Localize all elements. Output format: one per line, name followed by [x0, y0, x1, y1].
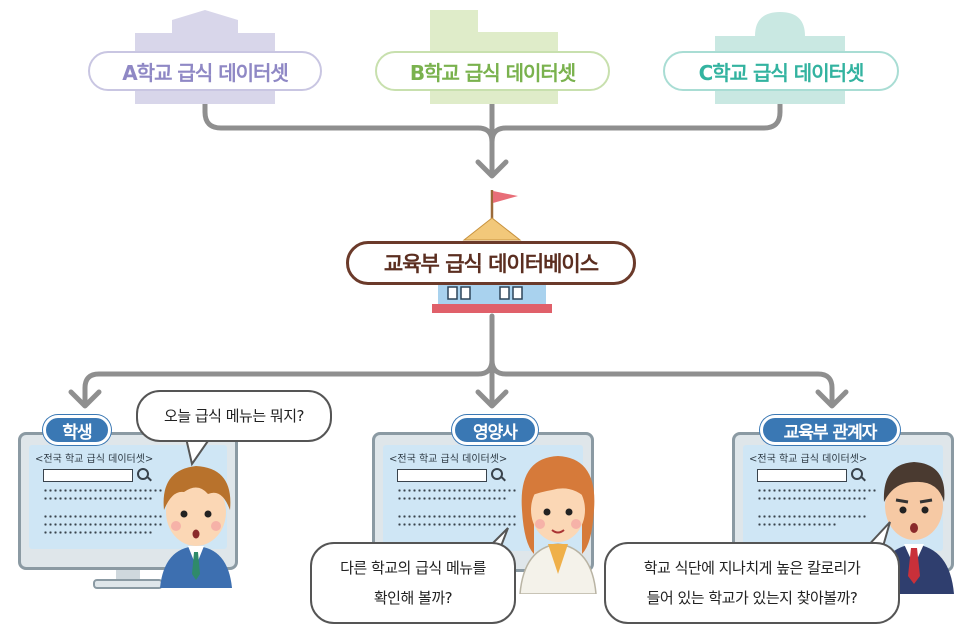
search-icon — [851, 468, 863, 480]
student-avatar — [160, 466, 232, 588]
ministry-building-icon — [432, 190, 552, 313]
dotted-line — [397, 497, 507, 500]
speech-line: 들어 있는 학교가 있는지 찾아볼까? — [646, 589, 858, 607]
dotted-line — [43, 531, 153, 534]
dotted-line — [43, 515, 163, 518]
database-label: 교육부 급식 데이터베이스 — [383, 252, 599, 276]
dotted-line — [757, 497, 867, 500]
dotted-line — [43, 489, 163, 492]
source-label-a: A학교 급식 데이터셋 — [122, 60, 289, 85]
dotted-line — [397, 489, 517, 492]
source-pill-c: C학교 급식 데이터셋 — [663, 51, 899, 91]
dotted-line — [397, 515, 517, 518]
nutritionist-avatar — [519, 456, 597, 594]
role-tag-student: 학생 — [43, 415, 111, 445]
speech-bubble-student: 오늘 급식 메뉴는 뭐지? — [136, 390, 332, 442]
role-tag-label: 교육부 관계자 — [783, 422, 878, 443]
role-tag-official: 교육부 관계자 — [760, 415, 900, 445]
dotted-line — [757, 523, 837, 526]
dotted-line — [43, 497, 153, 500]
search-icon — [137, 468, 149, 480]
search-icon — [491, 468, 503, 480]
speech-bubble-official: 학교 식단에 지나치게 높은 칼로리가 들어 있는 학교가 있는지 찾아볼까? — [604, 542, 900, 624]
role-tag-label: 학생 — [62, 422, 92, 443]
role-tag-nutritionist: 영양사 — [452, 415, 538, 445]
search-input — [757, 469, 847, 482]
speech-line: 확인해 볼까? — [373, 589, 453, 607]
dotted-line — [397, 523, 517, 526]
dotted-line — [757, 489, 877, 492]
source-label-b: B학교 급식 데이터셋 — [409, 60, 576, 85]
search-input — [397, 469, 487, 482]
source-label-c: C학교 급식 데이터셋 — [698, 60, 865, 85]
source-pill-b: B학교 급식 데이터셋 — [375, 51, 610, 91]
screen-title: <전국 학교 급식 데이터셋> — [389, 454, 508, 465]
speech-line: 다른 학교의 급식 메뉴를 — [340, 559, 486, 577]
dotted-line — [43, 523, 163, 526]
role-tag-label: 영양사 — [473, 422, 518, 443]
database-pill: 교육부 급식 데이터베이스 — [346, 241, 636, 285]
dotted-line — [757, 515, 867, 518]
speech-bubble-nutritionist: 다른 학교의 급식 메뉴를 확인해 볼까? — [310, 542, 516, 624]
screen-title: <전국 학교 급식 데이터셋> — [749, 454, 868, 465]
speech-bubble-tail — [185, 438, 211, 467]
screen-title: <전국 학교 급식 데이터셋> — [35, 454, 154, 465]
source-pill-a: A학교 급식 데이터셋 — [88, 51, 322, 91]
search-input — [43, 469, 133, 482]
speech-line: 오늘 급식 메뉴는 뭐지? — [164, 407, 304, 425]
speech-line: 학교 식단에 지나치게 높은 칼로리가 — [643, 559, 861, 577]
